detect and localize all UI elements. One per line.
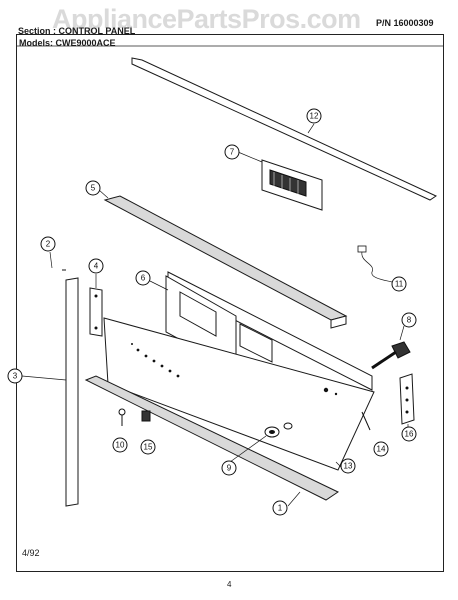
diagram-frame — [16, 34, 444, 572]
svg-text:2: 2 — [46, 240, 51, 249]
callout-9: 9 — [221, 460, 237, 476]
section-line: Section : CONTROL PANEL — [18, 26, 135, 36]
svg-text:5: 5 — [91, 184, 96, 193]
callout-11: 11 — [391, 276, 407, 292]
callout-8: 8 — [401, 312, 417, 328]
part-11-wire-harness — [357, 245, 393, 283]
part-4-bracket — [89, 287, 103, 337]
part-3-side-bracket — [65, 277, 79, 507]
part-5-edge — [330, 315, 347, 329]
leader-12 — [307, 123, 315, 134]
callout-1: 1 — [272, 500, 288, 516]
leader-8 — [399, 325, 405, 341]
callout-3: 3 — [7, 368, 23, 384]
svg-text:9: 9 — [227, 464, 232, 473]
leader-3 — [21, 375, 67, 381]
leader-6 — [149, 280, 169, 291]
models-label: Models: — [19, 38, 54, 48]
svg-text:10: 10 — [116, 441, 125, 450]
leader-1 — [287, 491, 301, 507]
callout-5: 5 — [85, 180, 101, 196]
part-13-control-panel — [103, 317, 375, 471]
part-8-knob — [371, 341, 411, 370]
part-4-hole-bottom — [94, 326, 98, 330]
svg-text:16: 16 — [405, 430, 414, 439]
callout-2: 2 — [40, 236, 56, 252]
section-value: CONTROL PANEL — [58, 26, 136, 36]
part-7-display-board — [261, 159, 323, 211]
leader-9 — [229, 435, 267, 463]
models-value: CWE9000ACE — [55, 38, 116, 48]
watermark-text: AppliancePartsPros.com — [52, 4, 361, 34]
svg-text:13: 13 — [344, 462, 353, 471]
part-number: P/N 16000309 — [376, 18, 434, 28]
svg-text:11: 11 — [395, 280, 404, 289]
footer-date: 4/92 — [22, 548, 40, 558]
part-16-bracket — [399, 373, 415, 425]
models-line: Models: CWE9000ACE — [19, 38, 116, 48]
part-9-grommet — [264, 422, 293, 438]
svg-text:7: 7 — [230, 148, 235, 157]
svg-text:3: 3 — [13, 372, 18, 381]
section-label: Section : — [18, 26, 57, 36]
part-14-screw — [361, 411, 371, 431]
callout-4: 4 — [88, 258, 104, 274]
callout-15: 15 — [140, 439, 156, 455]
callout-7: 7 — [224, 144, 240, 160]
callout-6: 6 — [135, 270, 151, 286]
svg-text:6: 6 — [141, 274, 146, 283]
callout-14: 14 — [373, 441, 389, 457]
svg-text:12: 12 — [310, 112, 319, 121]
svg-text:4: 4 — [94, 262, 99, 271]
svg-text:15: 15 — [144, 443, 153, 452]
callout-13: 13 — [340, 458, 356, 474]
leader-7 — [237, 151, 263, 163]
callout-10: 10 — [112, 437, 128, 453]
callout-12: 12 — [306, 108, 322, 124]
part-15-clip — [141, 410, 151, 422]
part-1-bottom-trim — [84, 375, 340, 501]
svg-text:14: 14 — [377, 445, 386, 454]
leader-2 — [49, 251, 53, 269]
part-6-backing-frame — [165, 271, 373, 391]
part-4-hole-top — [94, 294, 98, 298]
svg-text:1: 1 — [278, 504, 283, 513]
page-number: 4 — [227, 580, 232, 589]
leader-5 — [98, 189, 109, 199]
callout-16: 16 — [401, 426, 417, 442]
part-12-top-trim — [131, 57, 438, 201]
part-10-screw — [118, 408, 126, 426]
svg-text:8: 8 — [407, 316, 412, 325]
